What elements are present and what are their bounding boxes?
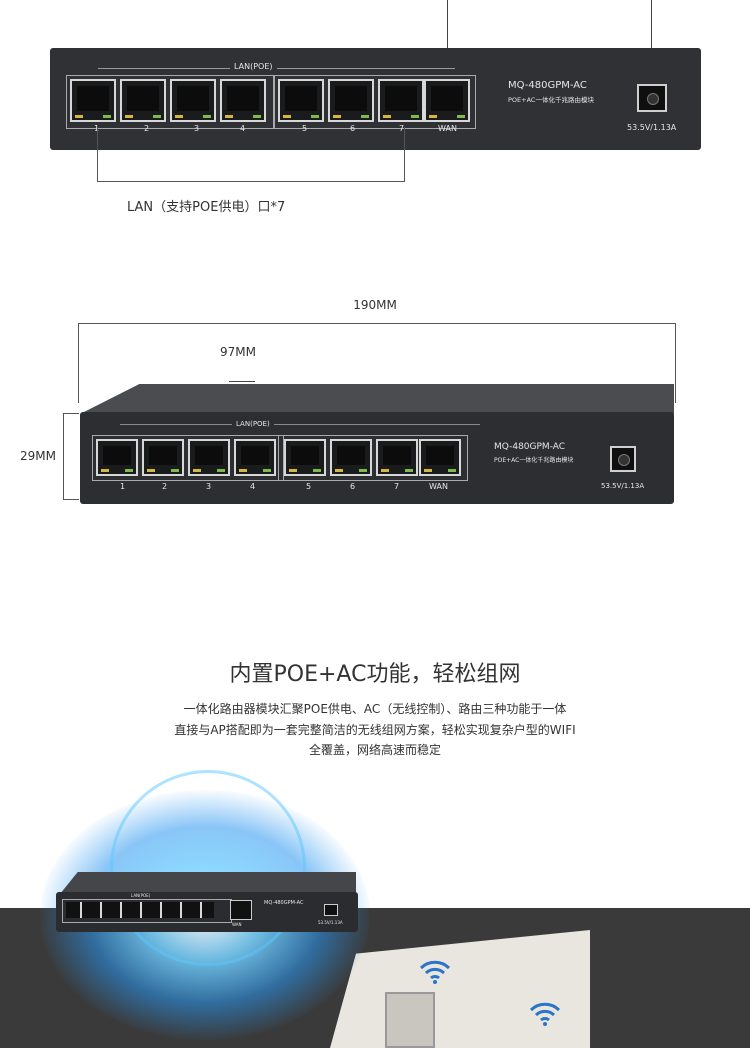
wan-port [424, 79, 470, 122]
port-frame-left [66, 75, 274, 129]
port-number: 5 [306, 482, 312, 491]
port-number: 3 [206, 482, 212, 491]
wan-label: WAN [438, 124, 457, 133]
port-number: 5 [302, 124, 308, 133]
lan-annotation: LAN（支持POE供电）口*7 [127, 200, 286, 215]
lan-port-5 [278, 79, 324, 122]
lan-port-4 [234, 439, 276, 476]
height-dimension-bracket [63, 413, 79, 500]
wan-label: WAN [232, 922, 242, 927]
lan-port-1 [70, 79, 116, 122]
lan-port-6 [328, 79, 374, 122]
callout-line-wan [447, 0, 448, 88]
router-front-panel: LAN(POE) 1 2 3 4 5 6 7 WAN MQ-480GPM-AC … [50, 48, 701, 150]
model-subtitle: POE+AC一体化千兆路由模块 [508, 96, 594, 104]
model-label: MQ-480GPM-AC [264, 900, 304, 906]
lan-group-label: LAN(POE) [131, 893, 151, 898]
feature-title: 内置POE+AC功能，轻松组网 [229, 662, 521, 687]
port-frame-right [278, 435, 468, 481]
dc-power-jack [324, 904, 338, 916]
port-frame-left [92, 435, 284, 481]
port-number: 6 [350, 482, 356, 491]
lan-callout-bracket [97, 127, 405, 182]
lan-port-3 [170, 79, 216, 122]
wall-ap-device [385, 992, 435, 1048]
depth-line-top [229, 381, 255, 382]
feature-line: 直接与AP搭配即为一套完整简洁的无线组网方案，轻松实现复杂户型的WIFI [174, 723, 576, 737]
port-row [66, 902, 214, 918]
port-number: 7 [399, 124, 405, 133]
lan-group-label: LAN(POE) [232, 420, 274, 428]
port-number: 7 [394, 482, 400, 491]
lan-port-7 [376, 439, 418, 476]
power-rating: 53.5V/1.13A [601, 482, 645, 490]
power-rating: 53.5V/1.13A [627, 123, 677, 132]
lan-port-6 [330, 439, 372, 476]
signal-ring [110, 770, 306, 966]
small-device: LAN(POE) WAN MQ-480GPM-AC 53.5V/1.13A [56, 892, 358, 932]
lan-port-2 [120, 79, 166, 122]
lan-port-7 [378, 79, 424, 122]
wan-label: WAN [429, 482, 448, 491]
wan-port [419, 439, 461, 476]
feature-line: 全覆盖，网络高速而稳定 [308, 743, 441, 757]
lan-port-3 [188, 439, 230, 476]
callout-line-power [651, 0, 652, 86]
port-number: 1 [120, 482, 126, 491]
wifi-icon [528, 1000, 562, 1032]
device-top-surface [80, 384, 674, 414]
model-subtitle: POE+AC一体化千兆路由模块 [494, 457, 574, 464]
port-number: 1 [94, 124, 100, 133]
wan-port [230, 900, 252, 920]
width-dimension-label: 190MM [353, 298, 397, 312]
port-number: 2 [162, 482, 168, 491]
dc-power-jack [637, 84, 667, 112]
width-dimension-bracket [78, 323, 676, 403]
lan-group-label: LAN(POE) [230, 62, 277, 71]
lan-port-2 [142, 439, 184, 476]
power-rating: 53.5V/1.13A [318, 920, 343, 925]
port-number: 4 [250, 482, 256, 491]
lan-group-bracket [120, 424, 480, 425]
port-number: 6 [350, 124, 356, 133]
dc-power-jack [610, 446, 636, 472]
lan-port-1 [96, 439, 138, 476]
port-frame-right [274, 75, 476, 129]
model-label: MQ-480GPM-AC [508, 80, 587, 91]
lan-port-4 [220, 79, 266, 122]
lan-port-5 [284, 439, 326, 476]
model-label: MQ-480GPM-AC [494, 442, 566, 452]
port-number: 3 [194, 124, 200, 133]
height-dimension-label: 29MM [20, 449, 56, 463]
small-device-top [60, 872, 356, 894]
feature-line: 一体化路由器模块汇聚POE供电、AC（无线控制）、路由三种功能于一体 [183, 702, 567, 716]
wifi-icon [418, 958, 452, 990]
port-number: 4 [240, 124, 246, 133]
port-number: 2 [144, 124, 150, 133]
device-side-view: LAN(POE) 1 2 3 4 5 6 7 WAN MQ-480GPM-AC … [80, 412, 674, 504]
depth-dimension-label: 97MM [220, 345, 256, 359]
